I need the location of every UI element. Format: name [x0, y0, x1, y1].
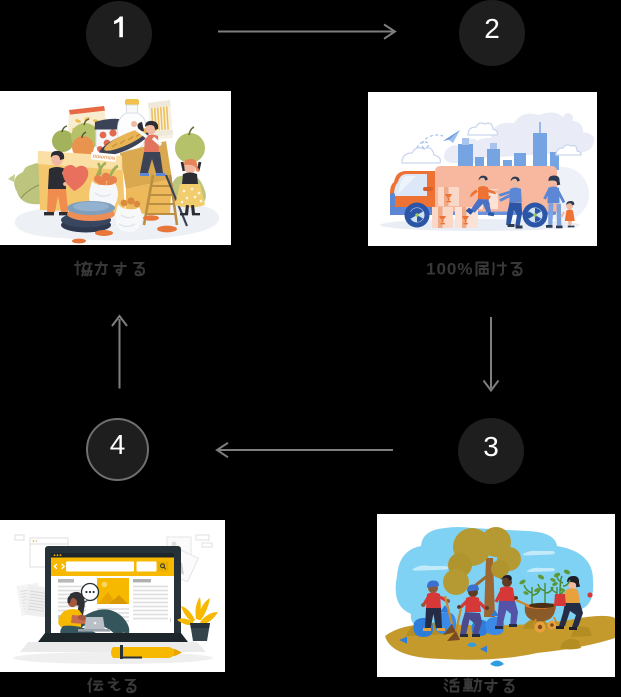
svg-text:100%: 100% — [426, 260, 473, 279]
svg-text:DONATION: DONATION — [93, 154, 115, 161]
